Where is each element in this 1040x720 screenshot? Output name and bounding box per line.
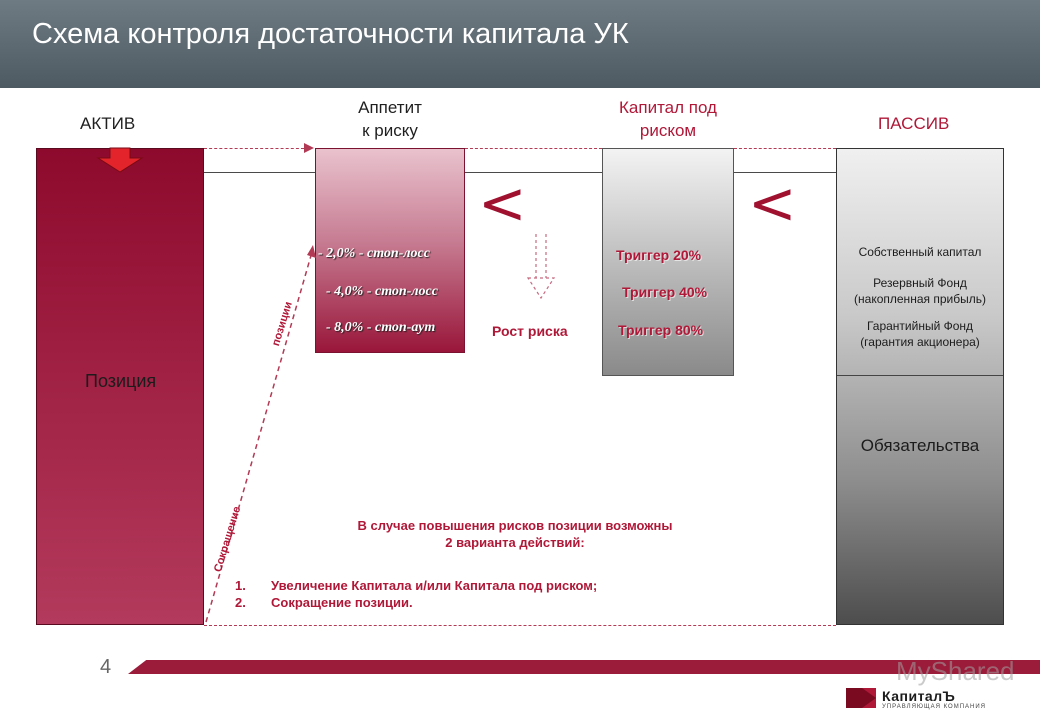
capital-label-line2: риском [639,121,697,140]
logo-subtitle: УПРАВЛЯЮЩАЯ КОМПАНИЯ [882,704,987,710]
capital-label-line1: Капитал под [619,98,717,117]
top-dashed-line-1 [204,148,304,149]
appetit-label-line1: Аппетит [358,98,422,117]
appetit-label: Аппетит к риску [326,96,454,142]
note-item-2-text: Сокращение позиции. [271,595,413,610]
equity-label: Собственный капитал [858,245,982,259]
trigger-80-label: Триггер 80% [618,322,704,338]
down-arrow-icon [96,147,144,173]
guarantee-fund-label: Гарантийный Фонд (гарантия акционера) [836,318,1004,350]
stop-loss-2-label: - 2,0% - стоп-лосс [318,246,430,261]
stop-loss-4-label: - 4,0% - стоп-лосс [326,284,438,299]
liabilities-label: Обязательства [860,436,980,455]
note-title-line1: В случае повышения рисков позиции возмож… [357,518,673,533]
guarantee-fund-line2: (гарантия акционера) [860,335,980,349]
reserve-fund-line1: Резервный Фонд [873,276,967,290]
note-item-2: 2. Сокращение позиции. [235,594,597,611]
appetit-block [315,148,465,353]
note-item-1: 1. Увеличение Капитала и/или Капитала под… [235,577,597,594]
note-item-1-text: Увеличение Капитала и/или Капитала под р… [271,578,598,593]
reserve-fund-label: Резервный Фонд (накопленная прибыль) [836,275,1004,307]
bottom-dashed-line [204,625,836,626]
right-arrow-head-icon [304,143,314,153]
page-title: Схема контроля достаточности капитала УК [32,18,629,50]
header-bar: Схема контроля достаточности капитала УК [0,0,1040,88]
logo-name: КапиталЪ [882,688,956,704]
stop-out-8-label: - 8,0% - стоп-аут [326,320,436,335]
footer-bar [128,660,1040,674]
less-than-sign-1: < [478,169,527,237]
reserve-fund-line2: (накопленная прибыль) [854,292,986,306]
capital-block [602,148,734,376]
passiv-label: ПАССИВ [878,114,950,133]
trigger-20-label: Триггер 20% [616,247,702,263]
risk-growth-label: Рост риска [492,323,568,339]
aktiv-label: АКТИВ [80,114,136,133]
top-dashed-line-3 [734,148,836,149]
note-title: В случае повышения рисков позиции возмож… [250,517,780,551]
note-title-line2: 2 варианта действий: [445,535,585,550]
less-than-sign-2: < [748,169,797,237]
top-solid-line [204,172,836,173]
appetit-label-line2: к риску [362,121,418,140]
passiv-block [836,148,1004,625]
watermark: MyShared [896,656,1015,686]
risk-arrow-head-icon [526,277,556,300]
guarantee-fund-line1: Гарантийный Фонд [866,319,974,333]
position-label: Позиция [85,371,157,391]
passiv-divider [837,375,1003,376]
note-item-2-num: 2. [235,595,246,610]
top-dashed-line-2 [465,148,602,149]
aktiv-block: Позиция [36,148,204,625]
trigger-40-label: Триггер 40% [622,284,708,300]
diagonal-arrow-head-icon [307,245,316,258]
reduction-arrow-line [205,251,313,623]
note-list: 1. Увеличение Капитала и/или Капитала под… [235,577,597,611]
page-number: 4 [100,656,112,678]
note-item-1-num: 1. [235,578,246,593]
capital-label: Капитал под риском [590,96,746,142]
